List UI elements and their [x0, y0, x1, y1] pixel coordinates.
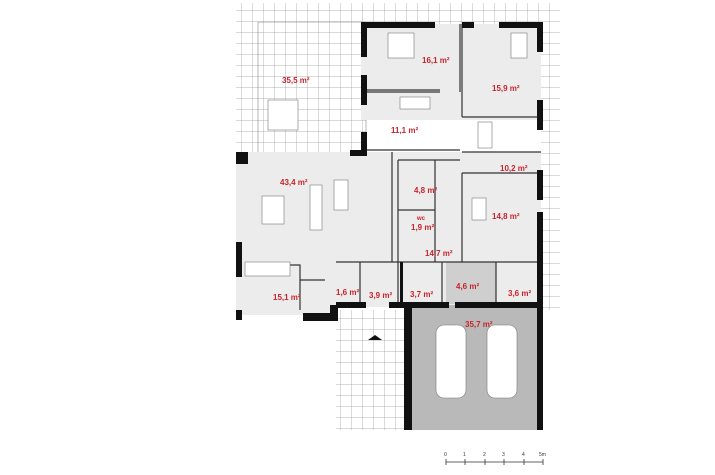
room-label-bedroom-1: 16,1 m²: [422, 56, 450, 65]
room-label-vestibule: 3,9 m²: [369, 291, 392, 300]
room-label-bedroom-4: 14,8 m²: [492, 212, 520, 221]
room-label-wardrobe: 4,8 m²: [414, 186, 437, 195]
exterior-walls: [236, 22, 543, 430]
room-label-wc-name: wc: [416, 216, 426, 222]
furniture: [244, 32, 528, 399]
scale-tick-1: 1: [463, 452, 466, 458]
room-label-boiler-room: 4,6 m²: [456, 282, 479, 291]
entrance-arrow-icon: [368, 335, 382, 340]
room-label-bathroom: 10,2 m²: [500, 164, 528, 173]
room-label-kitchen: 15,1 m²: [273, 293, 301, 302]
room-label-garage: 35,7 m²: [465, 320, 493, 329]
garage-floor: [410, 305, 543, 430]
room-label-bedroom-2: 15,9 m²: [492, 84, 520, 93]
room-floors: [236, 24, 541, 315]
room-label-living-room: 43,4 m²: [280, 178, 308, 187]
scale-tick-3: 3: [502, 452, 505, 458]
room-label-closet: 3,7 m²: [410, 290, 433, 299]
room-label-storage: 3,6 m²: [508, 289, 531, 298]
scale-tick-0: 0: [444, 452, 447, 458]
terrace-grid-top: [366, 3, 560, 25]
boiler-room-floor: [446, 262, 496, 304]
room-label-terrace: 35,5 m²: [282, 76, 310, 85]
terrace-grid-left: [236, 3, 366, 158]
scale-tick-4: 4: [522, 452, 525, 458]
entrance-grid: [336, 310, 410, 430]
scale-bar: 0 1 2 3 4 5m: [444, 452, 546, 465]
room-label-wc: 1,9 m²: [411, 223, 434, 232]
room-labels: 35,5 m² 16,1 m² 15,9 m² 11,1 m² 10,2 m² …: [273, 56, 531, 329]
room-label-bedroom-3: 11,1 m²: [391, 126, 418, 135]
room-label-hall: 14,7 m²: [425, 249, 453, 258]
room-label-pantry: 1,6 m²: [336, 288, 359, 297]
scale-tick-5: 5m: [539, 452, 546, 458]
terrace-grid-right: [541, 25, 560, 310]
scale-tick-2: 2: [483, 452, 486, 458]
